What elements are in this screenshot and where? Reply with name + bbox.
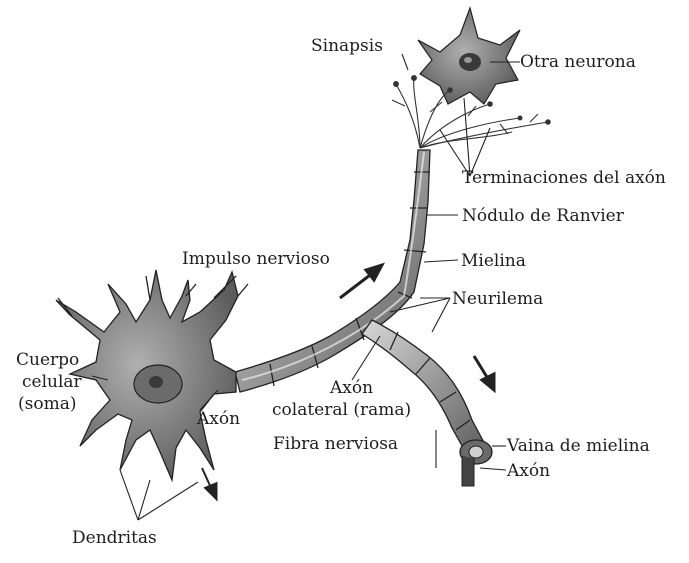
label-celular: celular (22, 372, 82, 392)
label-otra-neurona: Otra neurona (520, 52, 636, 72)
label-impulso: Impulso nervioso (182, 249, 330, 269)
cell-body (56, 270, 248, 480)
label-neurilema: Neurilema (452, 289, 543, 309)
label-soma: (soma) (18, 394, 76, 414)
label-colateral-rama: colateral (rama) (272, 400, 411, 420)
label-nodulo: Nódulo de Ranvier (462, 206, 624, 226)
label-sinapsis: Sinapsis (311, 36, 383, 56)
label-vaina: Vaina de mielina (507, 436, 650, 456)
label-fibra-nerviosa: Fibra nerviosa (273, 434, 398, 454)
label-dendritas: Dendritas (72, 528, 157, 548)
label-terminaciones: Terminaciones del axón (462, 168, 666, 188)
label-axon-end: Axón (507, 461, 550, 481)
label-axon-main: Axón (197, 409, 240, 429)
label-cuerpo: Cuerpo (16, 350, 79, 370)
label-axon-colateral: Axón (330, 378, 373, 398)
label-mielina: Mielina (461, 251, 526, 271)
other-neuron (418, 8, 520, 104)
